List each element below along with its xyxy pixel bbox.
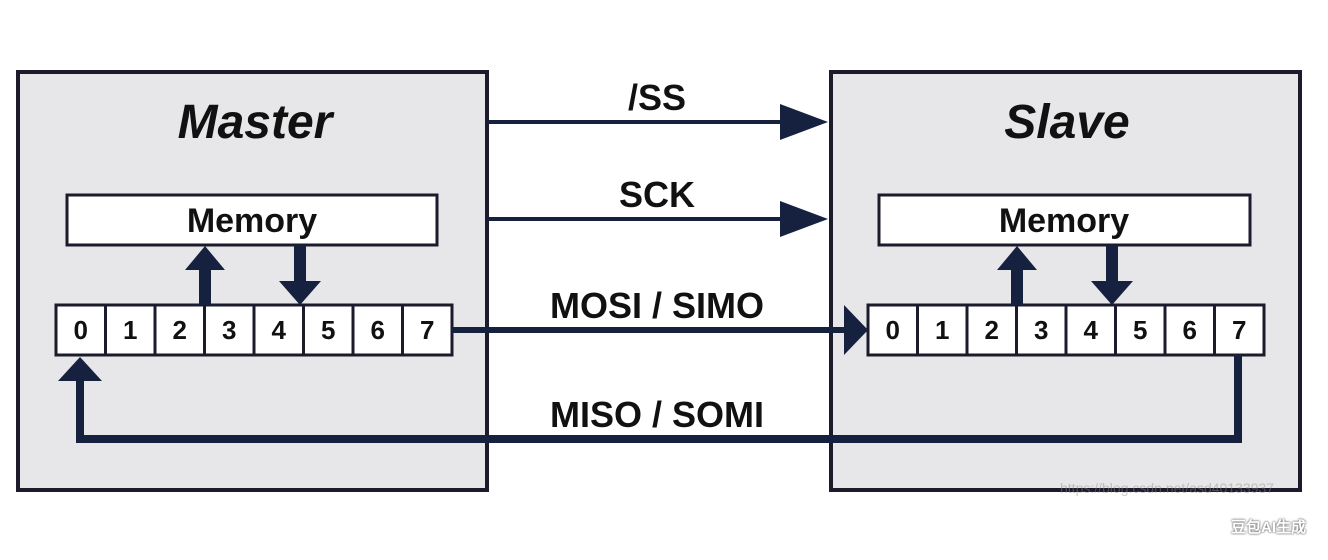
master-bit-label: 7 [420,315,434,345]
sck-label: SCK [619,174,695,215]
slave-device: Slave Memory 0 1 2 3 4 5 6 7 [829,70,1302,492]
miso-signal: MISO / SOMI [58,355,1242,443]
slave-title: Slave [1004,96,1129,149]
slave-bit-cell [965,303,1018,357]
master-bit-cell [54,303,107,357]
ai-generated-badge: 豆包AI生成 [1230,519,1306,536]
mosi-signal: MOSI / SIMO [452,285,868,355]
slave-bit-label: 3 [1034,315,1048,345]
master-bit-label: 3 [222,315,236,345]
master-bit-label: 5 [321,315,335,345]
master-device: Master Memory 0 1 2 3 4 5 6 7 [16,70,489,492]
master-shift-register: 0 1 2 3 4 5 6 7 [54,303,454,357]
ss-label: /SS [628,77,686,118]
slave-bit-label: 0 [886,315,900,345]
slave-bit-label: 5 [1133,315,1147,345]
slave-bit-cell [916,303,969,357]
slave-load-arrow [997,246,1037,305]
miso-label: MISO / SOMI [550,394,764,435]
master-bit-label: 4 [272,315,287,345]
master-bit-cell [302,303,355,357]
ss-signal: /SS [487,77,828,140]
slave-bit-label: 2 [985,315,999,345]
ss-arrowhead [780,104,828,140]
mosi-arrowhead [844,305,868,355]
slave-bit-label: 4 [1084,315,1099,345]
master-memory-box [65,193,439,247]
master-title: Master [178,96,335,149]
slave-bit-label: 1 [935,315,949,345]
sck-signal: SCK [487,174,828,237]
mosi-label: MOSI / SIMO [550,285,764,326]
sck-arrowhead [780,201,828,237]
master-bit-label: 1 [123,315,137,345]
master-bit-cell [252,303,305,357]
master-bit-label: 0 [74,315,88,345]
master-bit-cell [401,303,454,357]
slave-bit-cell [1114,303,1167,357]
master-bit-label: 2 [173,315,187,345]
master-bit-cell [351,303,404,357]
slave-box [829,70,1302,492]
miso-arrowhead [58,357,102,381]
slave-shift-register: 0 1 2 3 4 5 6 7 [866,303,1266,357]
slave-memory-box [877,193,1252,247]
watermark-url: https://blog.csdn.net/asd40133937 [1060,480,1275,496]
slave-bit-cell [1163,303,1216,357]
slave-store-arrow [1091,245,1133,305]
slave-bit-label: 7 [1232,315,1246,345]
master-load-arrow [185,246,225,305]
slave-bit-cell [1015,303,1068,357]
master-bit-label: 6 [371,315,385,345]
slave-bit-label: 6 [1183,315,1197,345]
master-store-arrow [279,245,321,305]
master-memory-label: Memory [187,202,317,240]
master-box [16,70,489,492]
master-bit-cell [153,303,206,357]
slave-memory-label: Memory [999,202,1129,240]
